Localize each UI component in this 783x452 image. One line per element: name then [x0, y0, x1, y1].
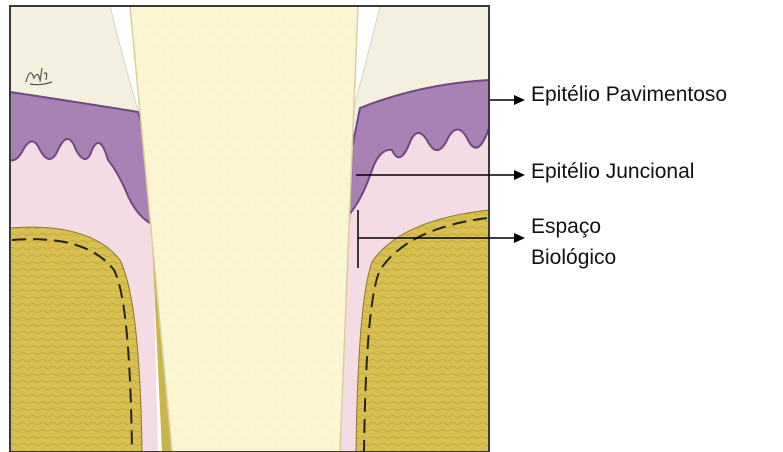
- label-espaco-biologico-line2: Biológico: [531, 245, 616, 271]
- label-epitelio-pavimentoso: Epitélio Pavimentoso: [531, 82, 727, 108]
- label-espaco-biologico-line1: Espaço: [531, 214, 601, 240]
- arrowhead-espaco-biologico: [514, 233, 525, 243]
- label-epitelio-juncional: Epitélio Juncional: [531, 159, 694, 185]
- arrowhead-epitelio-juncional: [514, 170, 525, 180]
- arrowhead-epitelio-pavimentoso: [514, 95, 525, 105]
